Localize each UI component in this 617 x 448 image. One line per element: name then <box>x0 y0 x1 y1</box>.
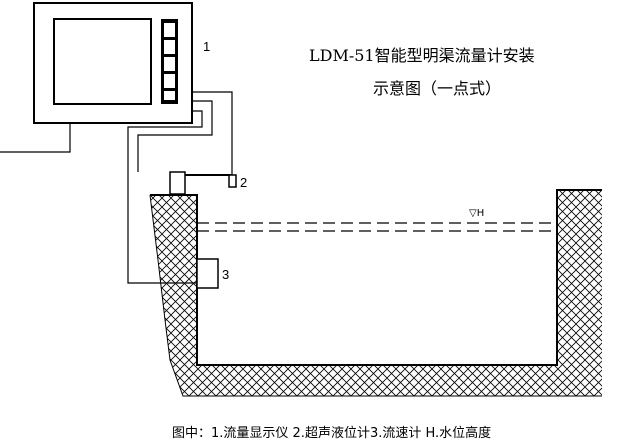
open-channel <box>149 189 602 397</box>
display-screen <box>53 18 152 105</box>
water-level-lines <box>197 222 557 232</box>
display-keypad <box>161 19 178 104</box>
diagram-title-line1: LDM-51智能型明渠流量计安装 <box>309 46 535 65</box>
sensor-mount <box>169 171 186 195</box>
velocity-sensor-cable <box>127 110 203 284</box>
flow-display-instrument <box>33 2 193 124</box>
ground-edge <box>149 194 602 397</box>
sensor-head <box>228 174 237 188</box>
level-sensor-cable-2 <box>137 100 213 172</box>
callout-3: 3 <box>222 267 229 282</box>
diagram-caption: 图中：1.流量显示仪 2.超声液位计3.流速计 H.水位高度 <box>172 425 491 441</box>
signal-cables <box>0 91 233 284</box>
level-sensor-cable <box>192 91 233 176</box>
diagram-title-line2: 示意图（一点式） <box>373 79 501 98</box>
callout-1: 1 <box>203 39 210 54</box>
channel-soil <box>150 190 602 396</box>
ultrasonic-level-sensor <box>169 171 237 195</box>
power-cable <box>0 123 71 153</box>
water-level-label: ▽H <box>469 208 484 219</box>
velocity-sensor <box>196 258 219 289</box>
callout-2: 2 <box>240 175 247 190</box>
